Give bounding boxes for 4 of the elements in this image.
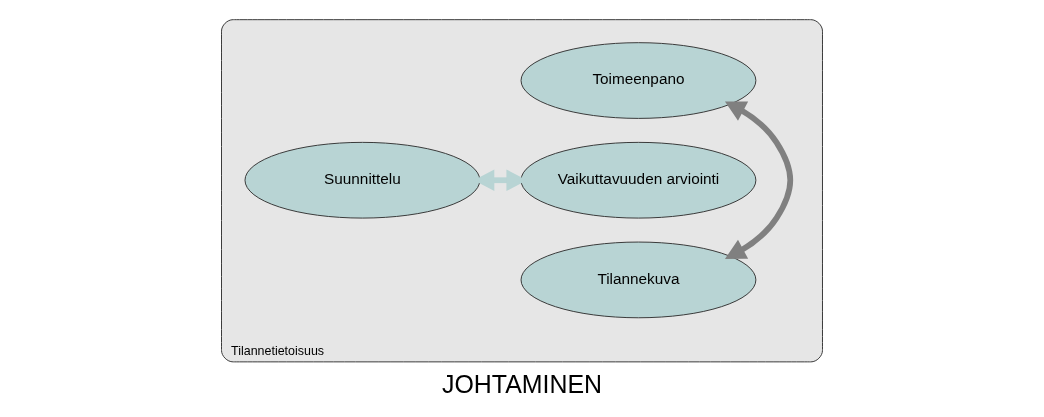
node-ellipse: Suunnittelu <box>244 141 481 219</box>
arrow <box>724 101 794 259</box>
node-ellipse: Vaikuttavuuden arviointi <box>520 141 757 219</box>
caption: JOHTAMINEN <box>441 370 603 399</box>
